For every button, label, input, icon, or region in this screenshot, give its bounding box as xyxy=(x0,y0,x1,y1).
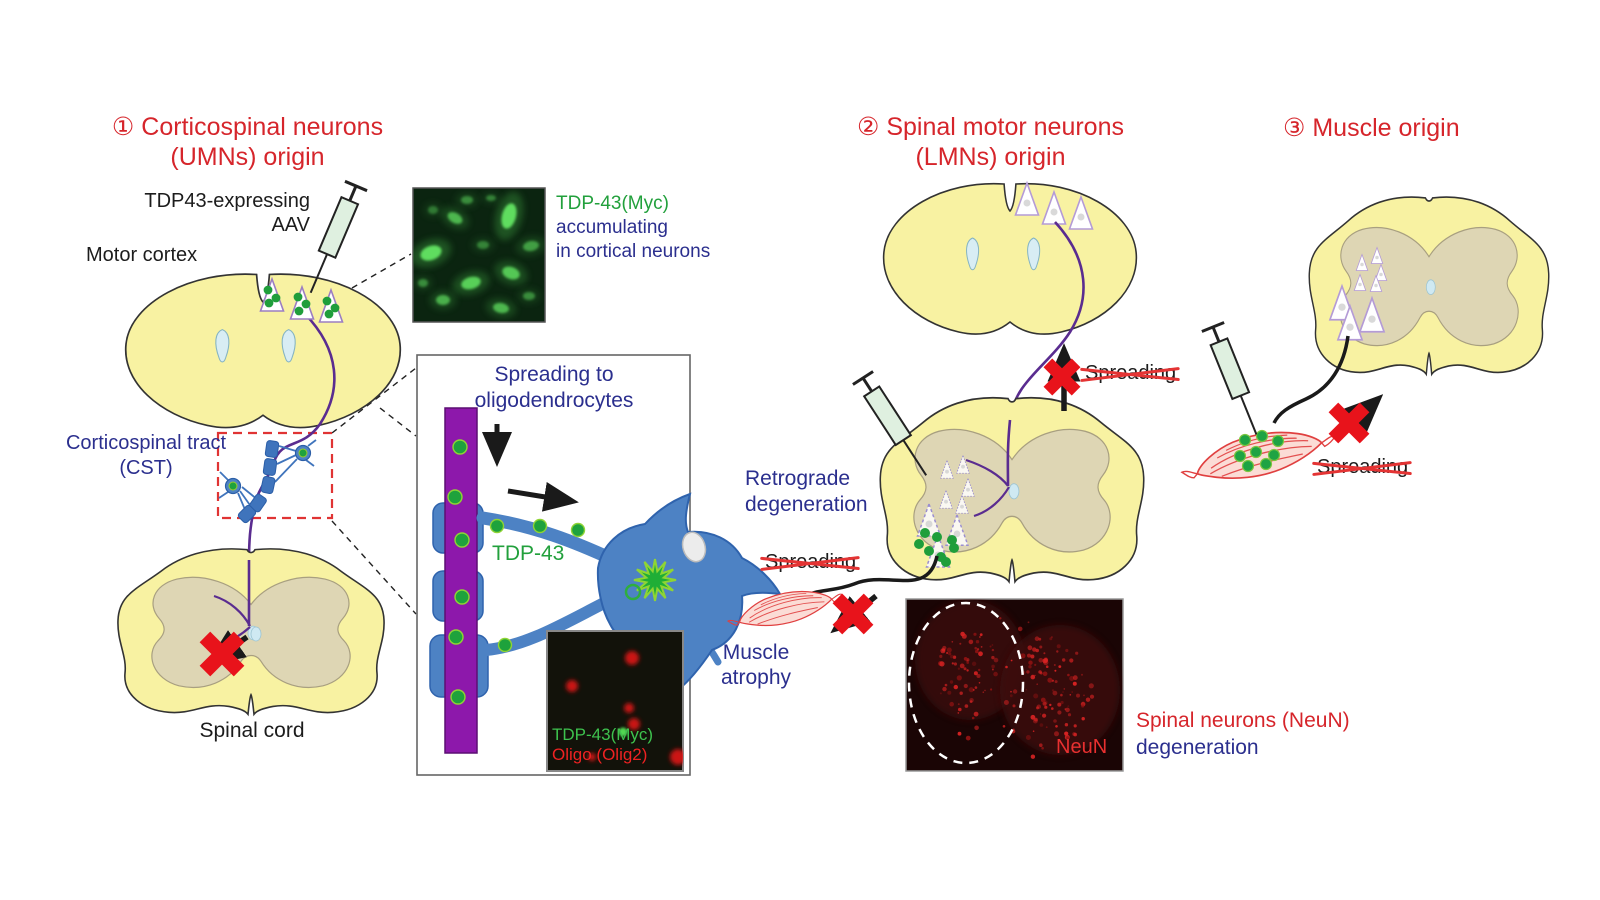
cst-oligodendrocytes xyxy=(218,439,317,524)
panel2-spinal-cord-section xyxy=(879,396,1145,583)
degeneration-region-ellipse xyxy=(907,601,1025,765)
cortex-micrograph-caption: TDP-43(Myc) accumulating in cortical neu… xyxy=(556,193,711,262)
cst-label: Corticospinal tract(CST) xyxy=(65,432,227,479)
red-x-icon xyxy=(832,593,874,635)
spread-right-arrow xyxy=(507,482,579,512)
oligo-micro-red-label: Oligo (Olig2) xyxy=(552,745,648,764)
tdp43-label: TDP-43 xyxy=(492,542,565,565)
dashed-connector-lines xyxy=(331,253,417,615)
neun-caption: Spinal neurons (NeuN) degeneration xyxy=(1136,709,1350,759)
panel2-brain-section xyxy=(882,182,1138,335)
tdp43-ring xyxy=(624,583,642,601)
central-canal xyxy=(250,626,262,642)
cortical-neurons xyxy=(259,278,344,323)
spreading-panel3-label: Spreading xyxy=(1317,456,1409,478)
oligodendrocyte-inset xyxy=(416,354,782,776)
muscle-tdp43-dots xyxy=(1233,429,1285,473)
panel1-brain-section xyxy=(124,273,402,429)
tdp43-dots xyxy=(447,439,586,705)
syringe-icon xyxy=(1200,321,1270,441)
spreading-up-label: Spreading xyxy=(1085,362,1177,384)
cell-nucleus xyxy=(681,531,707,563)
tdp43-aggregate-starburst xyxy=(633,558,677,602)
oligo-micrograph xyxy=(546,630,684,772)
spreading-muscle-label: Spreading xyxy=(765,551,857,573)
panel2-axon-arcs xyxy=(965,458,1010,518)
oligo-micro-green-label: TDP-43(Myc) xyxy=(552,725,654,744)
panel3-motor-axon xyxy=(1272,335,1350,424)
panel2-title: ② Spinal motor neurons(LMNs) origin xyxy=(857,113,1124,171)
degenerating-motor-neurons xyxy=(914,455,975,568)
spinal-cord-label: Spinal cord xyxy=(199,719,305,742)
red-x-icon xyxy=(1328,402,1370,444)
motor-axon-to-muscle xyxy=(803,555,939,599)
panel2-axon-tail xyxy=(1006,419,1012,487)
panel1-title: ① Corticospinal neurons(UMNs) origin xyxy=(111,113,384,171)
cortex-micrograph xyxy=(412,187,546,323)
neun-stain-label: NeuN xyxy=(1056,736,1108,758)
panel3-title: ③ Muscle origin xyxy=(1283,114,1460,142)
cst-zoom-box xyxy=(216,431,334,520)
motor-cortex-label: Motor cortex xyxy=(86,244,198,266)
neun-micrograph xyxy=(905,598,1124,772)
